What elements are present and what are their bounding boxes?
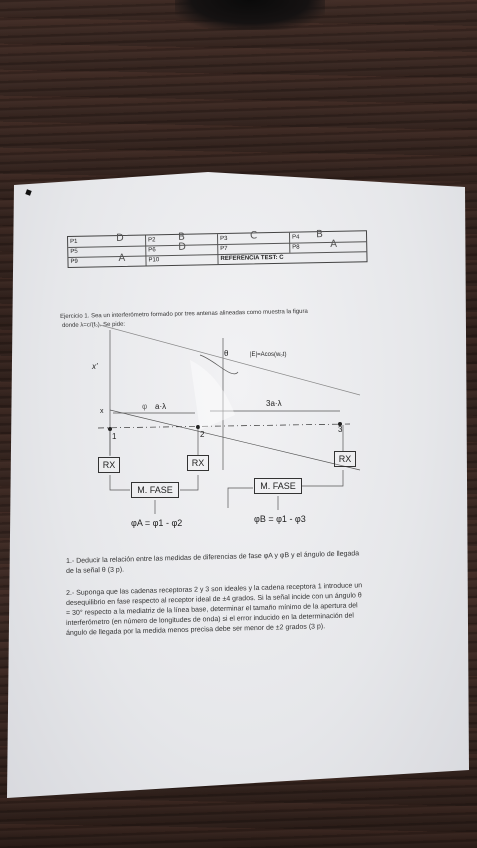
- dark-object-top: [175, 0, 325, 30]
